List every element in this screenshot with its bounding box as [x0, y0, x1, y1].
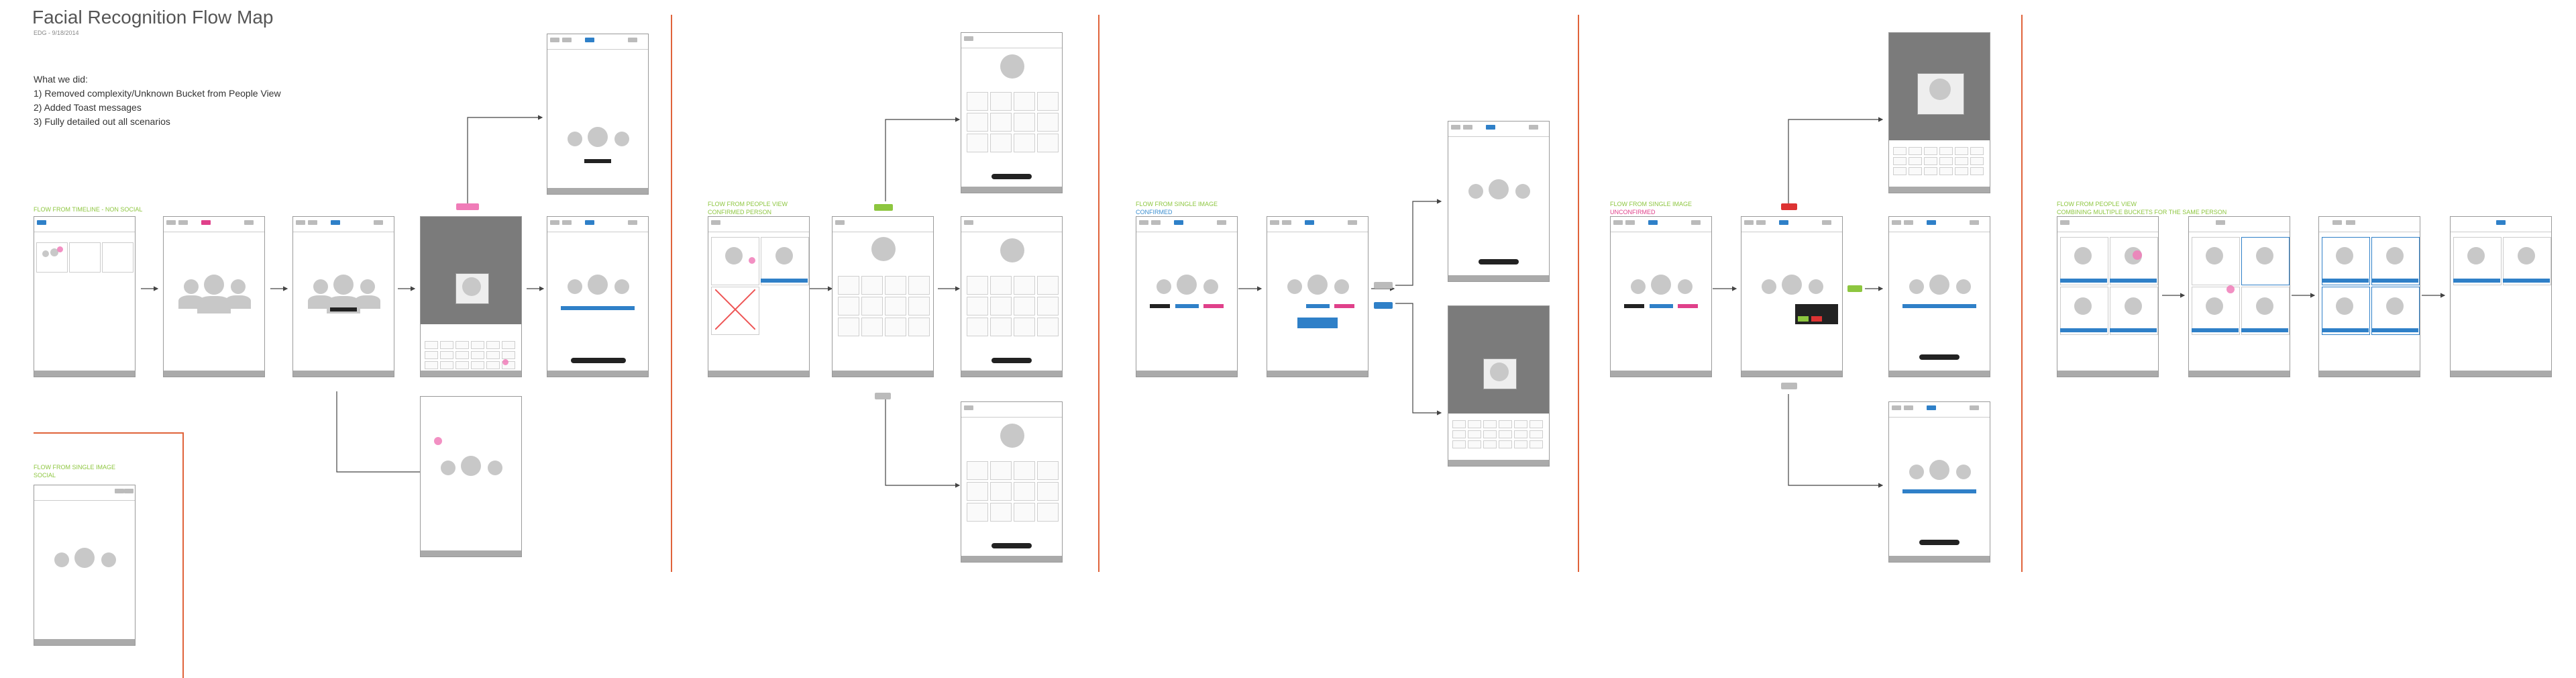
- flow-label-single-unconfirmed: FLOW FROM SINGLE IMAGE UNCONFIRMED: [1610, 201, 1693, 215]
- wireframe-screen: [34, 485, 136, 646]
- toast-chip: [1847, 285, 1862, 292]
- wireframe-screen: [420, 396, 522, 557]
- toast-chip: [1781, 383, 1797, 389]
- wireframe-screen: [1888, 401, 1990, 563]
- flow-label-people-confirmed: FLOW FROM PEOPLE VIEW CONFIRMED PERSON: [708, 201, 788, 215]
- flow-label-timeline: FLOW FROM TIMELINE - NON SOCIAL: [34, 206, 143, 213]
- wireframe-screen: [1888, 216, 1990, 377]
- section-divider-horizontal: [34, 432, 184, 434]
- section-divider: [2021, 15, 2023, 572]
- wireframe-screen: [2450, 216, 2552, 377]
- page-subtitle: EDG - 9/18/2014: [34, 30, 79, 36]
- toast-chip: [875, 393, 891, 399]
- section-divider: [1098, 15, 1099, 572]
- wireframe-screen: [34, 216, 136, 377]
- flow-label-people-multi: FLOW FROM PEOPLE VIEW COMBINING MULTIPLE…: [2057, 201, 2227, 215]
- toast-chip: [1374, 302, 1393, 309]
- wireframe-screen: [2318, 216, 2420, 377]
- wireframe-screen: [1136, 216, 1238, 377]
- wireframe-screen: [1448, 121, 1550, 282]
- summary-item: 1) Removed complexity/Unknown Bucket fro…: [34, 88, 281, 99]
- wireframe-screen: [1741, 216, 1843, 377]
- section-divider: [671, 15, 672, 572]
- flow-label-single-social: FLOW FROM SINGLE IMAGE SOCIAL: [34, 464, 116, 479]
- flow-label-single-confirmed: FLOW FROM SINGLE IMAGE CONFIRMED: [1136, 201, 1218, 215]
- page-title: Facial Recognition Flow Map: [32, 7, 274, 28]
- wireframe-screen: [547, 34, 649, 195]
- wireframe-screen: [832, 216, 934, 377]
- wireframe-screen: [961, 216, 1063, 377]
- wireframe-screen: [708, 216, 810, 377]
- wireframe-screen: [1610, 216, 1712, 377]
- summary-item: 2) Added Toast messages: [34, 102, 142, 113]
- section-divider: [182, 433, 184, 678]
- wireframe-screen: [292, 216, 394, 377]
- summary-heading: What we did:: [34, 74, 88, 85]
- summary-block: What we did: 1) Removed complexity/Unkno…: [34, 72, 281, 129]
- wireframe-screen: [1267, 216, 1368, 377]
- toast-chip: [1374, 282, 1393, 289]
- wireframe-screen: [1888, 32, 1990, 193]
- summary-item: 3) Fully detailed out all scenarios: [34, 116, 170, 127]
- toast-chip: [456, 203, 479, 210]
- wireframe-screen: [961, 32, 1063, 193]
- wireframe-screen: [163, 216, 265, 377]
- section-divider: [1578, 15, 1579, 572]
- wireframe-screen: [2057, 216, 2159, 377]
- wireframe-screen: [547, 216, 649, 377]
- toast-chip: [1781, 203, 1797, 210]
- wireframe-screen: [2188, 216, 2290, 377]
- wireframe-screen: [420, 216, 522, 377]
- toast-chip: [874, 204, 893, 211]
- wireframe-screen: [961, 401, 1063, 563]
- wireframe-screen: [1448, 305, 1550, 467]
